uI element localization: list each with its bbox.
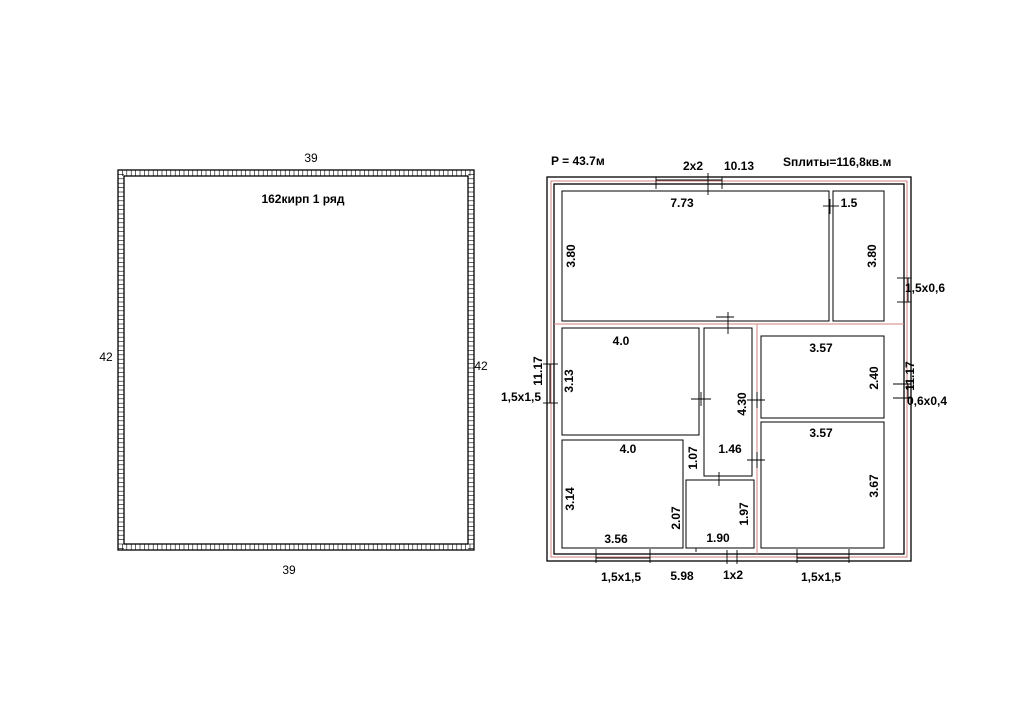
overall-length-right-label: 11.17 (903, 361, 917, 391)
room-mid-right (760, 335, 885, 419)
foundation-outer-outline (117, 169, 475, 551)
side-room-depth-label: 3.80 (865, 244, 879, 268)
inner-red-outline (550, 180, 908, 558)
wc-depth-label: 1.97 (737, 502, 751, 526)
perimeter-label: P = 43.7м (551, 154, 605, 168)
foundation-right-height: 42 (474, 359, 488, 373)
foundation-top-width: 39 (304, 151, 318, 165)
floor-plan: P = 43.7м Sплиты=116,8кв.м 10.13 2x2 1,5… (501, 154, 947, 584)
room-mid-right-depth-label: 2.40 (867, 366, 881, 390)
foundation-plan: 39 39 42 42 162кирп 1 ряд (99, 151, 488, 577)
right-lower-window-opening (893, 383, 911, 399)
overall-width-label: 10.13 (724, 159, 754, 173)
room-mid-left-depth-label: 3.13 (562, 369, 576, 393)
bottom-door-label: 1x2 (723, 568, 743, 582)
bottom-left-window-label: 1,5x1,5 (601, 570, 641, 584)
foundation-inner-outline (123, 175, 469, 545)
room-mid-left (561, 327, 700, 436)
room-mid-right-width-label: 3.57 (809, 341, 833, 355)
corridor-step-label: 1.07 (686, 446, 700, 470)
foundation-note: 162кирп 1 ряд (261, 192, 344, 206)
slab-area-label: Sплиты=116,8кв.м (783, 155, 891, 169)
right-upper-window-opening (897, 277, 911, 303)
wc-width-label: 1.90 (706, 531, 730, 545)
foundation-bottom-width: 39 (282, 563, 296, 577)
hall-width-label: 7.73 (670, 196, 694, 210)
bottom-segment-label: 5.98 (670, 569, 694, 583)
side-room-width-label: 1.5 (841, 196, 858, 210)
room-low-left-width-label: 4.0 (620, 442, 637, 456)
room-low-left-bottom-label: 3.56 (604, 532, 628, 546)
room-low-right-depth-label: 3.67 (867, 474, 881, 498)
room-low-left (561, 439, 684, 549)
top-window-opening (655, 177, 723, 189)
room-hall (561, 190, 830, 322)
brick-row (118, 170, 474, 550)
left-window-opening (543, 363, 558, 404)
foundation-left-height: 42 (99, 350, 113, 364)
corridor-depth-label: 4.30 (735, 392, 749, 416)
room-mid-left-width-label: 4.0 (613, 334, 630, 348)
bottom-left-window-opening (595, 549, 651, 563)
room-side (832, 190, 885, 322)
room-wc (685, 479, 755, 549)
room-low-right (760, 421, 885, 549)
right-lower-window-label: 0,6x0,4 (907, 394, 947, 408)
bottom-door-opening (726, 550, 738, 564)
corridor-width-label: 1.46 (718, 442, 742, 456)
right-upper-window-label: 1,5x0,6 (905, 281, 945, 295)
bottom-right-window-opening (796, 549, 850, 563)
room-low-left-depth-label: 3.14 (563, 487, 577, 511)
room-low-left-side-label: 2.07 (669, 506, 683, 530)
overall-length-left-label: 11.17 (531, 356, 545, 386)
outer-wall-inner-line (553, 183, 905, 555)
hall-depth-label: 3.80 (564, 244, 578, 268)
interior-door-marks (691, 173, 839, 552)
outer-wall-outline (546, 176, 912, 562)
room-low-right-width-label: 3.57 (809, 426, 833, 440)
bottom-right-window-label: 1,5x1,5 (801, 570, 841, 584)
top-window-label: 2x2 (683, 159, 703, 173)
left-window-label: 1,5x1,5 (501, 390, 541, 404)
